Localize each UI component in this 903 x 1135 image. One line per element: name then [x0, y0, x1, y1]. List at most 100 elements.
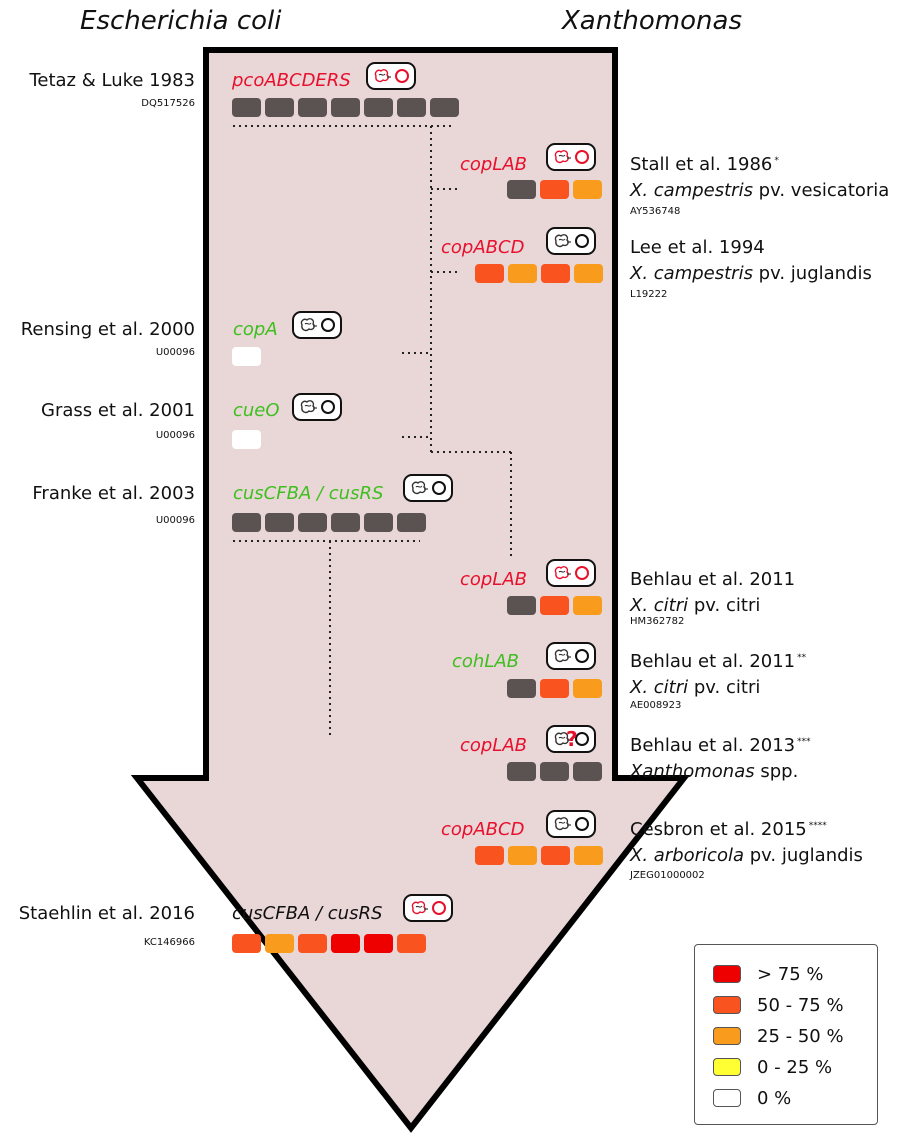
gene-box	[541, 264, 570, 283]
plasmid-ring-icon	[575, 732, 589, 746]
gene-name: copABCD	[441, 237, 525, 258]
gene-box	[430, 98, 459, 117]
legend-item: > 75 %	[713, 963, 824, 985]
legend-swatch	[713, 996, 741, 1014]
header-right: Xanthomonas	[562, 6, 742, 36]
plasmid-ring-icon	[432, 481, 446, 495]
organism-species: Xanthomonas	[630, 761, 755, 782]
gene-box	[508, 264, 537, 283]
legend-label: 25 - 50 %	[757, 1025, 844, 1047]
reference-text: Lee et al. 1994	[630, 237, 765, 258]
accession-number: HM362782	[630, 616, 685, 627]
arrow-shape	[130, 47, 691, 1133]
plasmid-ring-icon	[395, 69, 409, 83]
reference-text: Behlau et al. 2013	[630, 735, 796, 756]
gene-boxes	[507, 679, 602, 698]
legend-swatch	[713, 1089, 741, 1107]
reference-text: Behlau et al. 2011	[630, 651, 796, 672]
reference-label: Behlau et al. 2011	[630, 569, 795, 590]
organism-species: X. citri	[630, 677, 689, 698]
reference-label: Behlau et al. 2013***	[630, 735, 811, 756]
reference-text: Stall et al. 1986	[630, 154, 773, 175]
organism-pathovar: spp.	[754, 761, 799, 782]
gene-boxes	[232, 347, 261, 366]
gene-name: pcoABCDERS	[232, 70, 351, 91]
chromosome-cell-icon	[546, 227, 596, 255]
organism-pathovar: pv. citri	[688, 677, 761, 698]
accession-number: U00096	[155, 515, 195, 526]
organism-label: X. arboricola pv. juglandis	[630, 845, 863, 866]
organism-species: X. arboricola	[630, 845, 744, 866]
reference-label: Stall et al. 1986*	[630, 154, 779, 175]
gene-box	[232, 430, 261, 449]
gene-box	[232, 347, 261, 366]
gene-boxes	[232, 98, 459, 117]
chromosome-cell-icon	[546, 810, 596, 838]
plasmid-ring-icon	[321, 318, 335, 332]
legend-swatch	[713, 965, 741, 983]
gene-boxes	[507, 596, 602, 615]
gene-box	[573, 180, 602, 199]
legend-label: 50 - 75 %	[757, 994, 844, 1016]
gene-box	[475, 846, 504, 865]
reference-text: Behlau et al. 2011	[630, 569, 796, 590]
gene-box	[540, 596, 569, 615]
legend-item: 0 - 25 %	[713, 1056, 832, 1078]
organism-species: X. citri	[630, 595, 689, 616]
gene-name: copA	[233, 319, 278, 340]
plasmid-cell-icon	[403, 894, 453, 922]
gene-box	[331, 934, 360, 953]
gene-boxes	[507, 762, 602, 781]
chromosome-cell-icon	[292, 393, 342, 421]
organism-label: X. campestris pv. vesicatoria	[630, 180, 889, 201]
unknown-location-cell-icon: ?	[546, 725, 596, 753]
gene-name: copLAB	[460, 569, 528, 590]
plasmid-ring-icon	[575, 566, 589, 580]
plasmid-ring-icon	[321, 400, 335, 414]
gene-boxes	[232, 934, 426, 953]
reference-label: Grass et al. 2001	[41, 400, 195, 421]
chromosome-cell-icon	[292, 311, 342, 339]
footnote-marker: *	[774, 156, 779, 166]
reference-text: Rensing et al. 2000	[20, 319, 195, 340]
gene-box	[364, 934, 393, 953]
gene-box	[232, 98, 261, 117]
gene-box	[331, 513, 360, 532]
gene-name: copLAB	[460, 154, 528, 175]
organism-species: X. campestris	[630, 263, 753, 284]
reference-label: Lee et al. 1994	[630, 237, 765, 258]
chromosome-cell-icon	[403, 474, 453, 502]
reference-label: Franke et al. 2003	[32, 483, 195, 504]
lineage-connectors	[233, 125, 512, 738]
accession-number: U00096	[155, 430, 195, 441]
gene-box	[298, 98, 327, 117]
organism-pathovar: pv. juglandis	[744, 845, 863, 866]
organism-label: X. campestris pv. juglandis	[630, 263, 872, 284]
gene-box	[507, 180, 536, 199]
accession-number: AE008923	[630, 700, 682, 711]
gene-name: copLAB	[460, 735, 528, 756]
legend-label: 0 %	[757, 1087, 792, 1109]
gene-box	[364, 98, 393, 117]
gene-box	[507, 679, 536, 698]
legend-item: 0 %	[713, 1087, 791, 1109]
gene-boxes	[232, 513, 426, 532]
reference-text: Staehlin et al. 2016	[18, 903, 195, 924]
accession-number: L19222	[630, 289, 668, 300]
organism-label: X. citri pv. citri	[630, 595, 760, 616]
reference-text: Cesbron et al. 2015	[630, 819, 807, 840]
organism-label: X. citri pv. citri	[630, 677, 760, 698]
reference-label: Staehlin et al. 2016	[19, 903, 195, 924]
gene-box	[574, 846, 603, 865]
gene-box	[298, 513, 327, 532]
gene-box	[397, 513, 426, 532]
plasmid-ring-icon	[575, 817, 589, 831]
organism-label: Xanthomonas spp.	[630, 761, 798, 782]
gene-box	[573, 762, 602, 781]
organism-pathovar: pv. citri	[688, 595, 761, 616]
gene-box	[574, 264, 603, 283]
reference-label: Cesbron et al. 2015****	[630, 819, 827, 840]
reference-label: Rensing et al. 2000	[21, 319, 195, 340]
plasmid-cell-icon	[546, 143, 596, 171]
